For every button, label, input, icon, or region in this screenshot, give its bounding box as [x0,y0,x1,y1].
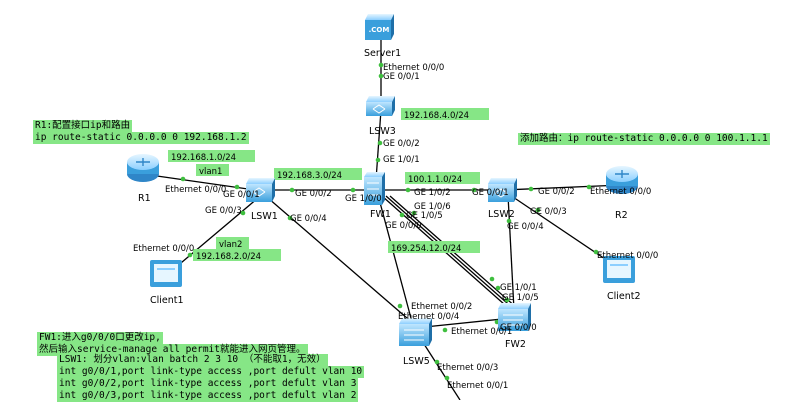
note-lsw1-line4: int g0/0/3,port link-type access ,port d… [57,390,359,402]
port-label: GE 1/0/1 [383,155,420,165]
port-label: GE 0/0/1 [472,188,509,198]
r1-icon[interactable] [127,154,159,182]
note-lsw1-line1: LSW1: 划分vlan:vlan batch 2 3 10 （不能取1，无效） [57,354,328,366]
link-lsw3-fw1 [375,109,382,181]
port-label: Ethernet 0/0/0 [133,244,194,254]
vlan-label: vlan1 [199,167,222,177]
lsw3-icon[interactable] [366,96,395,116]
r1-label: R1 [138,193,151,204]
port-label: GE 1/0/5 [502,293,539,303]
client1-label: Client1 [150,295,184,306]
port-label: GE 0/0/4 [507,222,544,232]
port-label: GE 1/0/5 [406,211,443,221]
note-fw1-line1: FW1:进入g0/0/0口更改ip, [37,332,163,344]
port-label: GE 1/0/1 [500,283,537,293]
port-label: GE 0/0/3 [530,207,567,217]
port-label: GE 0/0/0 [500,323,537,333]
port-label: Ethernet 0/0/0 [165,185,226,195]
note-lsw1-line2: int g0/0/1,port link-type access ,port d… [57,366,365,378]
note-r1-title: R1:配置接口ip和路由 [33,120,133,132]
lsw5-label: LSW5 [403,356,430,367]
port-label: GE 0/0/2 [538,187,575,197]
port-label: Ethernet 0/0/1 [451,327,512,337]
port-label: GE 0/0/2 [295,189,332,199]
link-lsw2-client2 [509,194,618,268]
port-label: Ethernet 0/0/0 [590,187,651,197]
server1-icon[interactable]: .COM [365,14,394,40]
port-label: GE 0/0/2 [383,139,420,149]
lsw2-label: LSW2 [488,209,515,220]
port-dots [180,62,599,381]
port-label: GE 0/0/1 [383,72,420,82]
port-label: GE 1/0/0 [345,194,382,204]
link-fw1-lsw5-a [377,194,413,323]
note-lsw1-line3: int g0/0/2,port link-type access ,port d… [57,378,359,390]
client2-label: Client2 [607,291,641,302]
port-label: Ethernet 0/0/3 [437,363,498,373]
port-label: Ethernet 0/0/2 [411,302,472,312]
server-badge: .COM [369,26,390,34]
lsw5-icon[interactable] [399,318,432,346]
fw1-icon[interactable] [364,172,385,205]
subnet-label: 100.1.1.0/24 [408,175,462,185]
port-label: Ethernet 0/0/0 [597,251,658,261]
port-label: GE 1/0/2 [414,188,451,198]
fw1-label: FW1 [370,209,391,220]
subnet-label: 192.168.4.0/24 [404,111,469,121]
port-label: GE 0/0/3 [205,206,242,216]
port-label: Ethernet 0/0/1 [447,381,508,391]
note-r1-route: ip route-static 0.0.0.0 0 192.168.1.2 [33,132,249,144]
link-lsw2-fw2 [507,194,515,311]
fw2-icon[interactable] [498,303,531,331]
r2-label: R2 [615,210,628,221]
subnet-label: 192.168.3.0/24 [277,171,342,181]
subnet-label: 169.254.12.0/24 [391,244,461,254]
note-fw1-line2: 然后输入service-manage all permit就能进入网页管理。 [37,344,308,356]
note-add-route: 添加路由：ip route-static 0.0.0.0 0 100.1.1.1 [518,133,770,145]
fw2-label: FW2 [505,339,526,350]
link-lsw2-r2 [502,184,623,191]
port-label: GE 0/0/4 [290,214,327,224]
subnet-label: 192.168.2.0/24 [196,252,261,262]
server1-label: Server1 [364,48,401,59]
lsw1-label: LSW1 [251,211,278,222]
vlan-label: vlan2 [219,240,242,250]
client1-icon[interactable] [150,260,182,287]
label-backgrounds [168,108,489,261]
lsw1-icon[interactable] [246,178,275,202]
link-lsw1-lsw5 [267,197,416,326]
lsw3-label: LSW3 [369,126,396,137]
port-label: Ethernet 0/0/0 [383,63,444,73]
lsw2-icon[interactable] [488,178,517,202]
r2-icon[interactable] [606,166,638,194]
port-label: Ethernet 0/0/4 [398,312,459,322]
client2-icon[interactable] [603,256,635,283]
port-label: GE 1/0/6 [414,202,451,212]
port-label: GE 0/0/1 [223,190,260,200]
port-label: GE 0/0/0 [385,221,422,231]
subnet-label: 192.168.1.0/24 [171,153,236,163]
